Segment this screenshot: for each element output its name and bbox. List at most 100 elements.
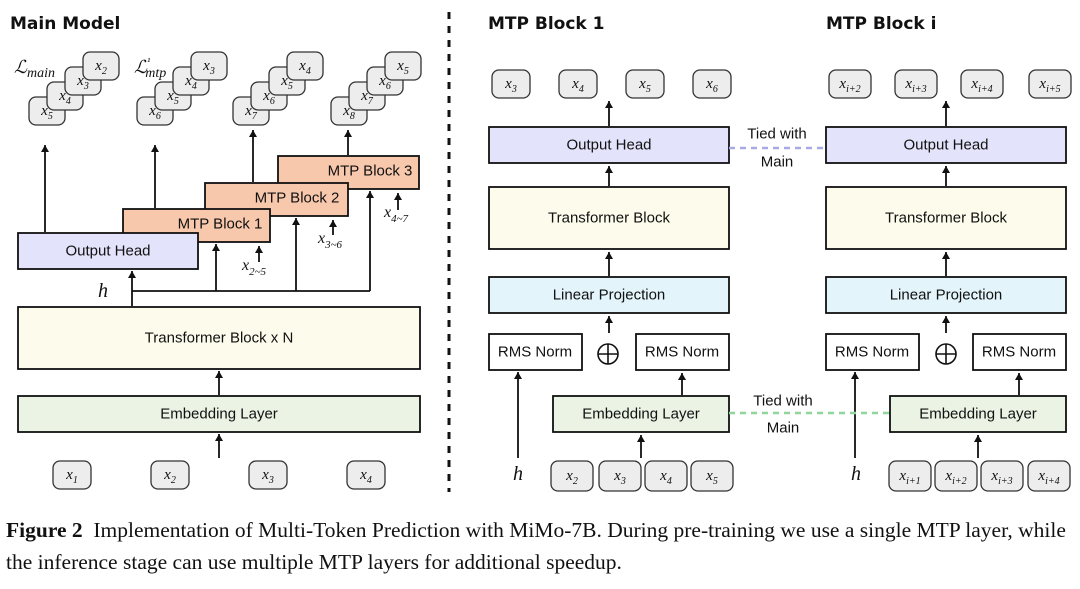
token-1: x2 <box>150 460 190 490</box>
caption-label: Figure 2 <box>6 518 83 542</box>
flow-arrow-24 <box>942 316 950 333</box>
svg-text:x6: x6 <box>262 88 275 107</box>
flow-arrow-17 <box>605 316 613 333</box>
mtp1-rms-left-label: RMS Norm <box>498 344 572 361</box>
token-3: x4 <box>346 460 386 490</box>
mtp1-embedding-label: Embedding Layer <box>582 406 700 423</box>
mtpi-rms-left-label: RMS Norm <box>835 344 909 361</box>
mtpi-embedding-label: Embedding Layer <box>919 406 1037 423</box>
main-model-title: Main Model <box>10 14 120 34</box>
svg-text:x7: x7 <box>244 103 258 122</box>
token-33: xi+2 <box>934 460 978 492</box>
flow-arrow-1 <box>215 371 223 395</box>
flow-arrow-18 <box>678 373 686 395</box>
main-transformer-label: Transformer Block x N <box>145 330 294 347</box>
flow-arrow-6 <box>366 191 374 291</box>
svg-text:x2: x2 <box>565 468 578 487</box>
svg-text:x3: x3 <box>76 73 89 92</box>
svg-text:x4: x4 <box>659 468 672 487</box>
svg-text:x3: x3 <box>504 76 517 95</box>
flow-arrow-26 <box>974 435 982 458</box>
flow-arrow-22 <box>942 166 950 186</box>
flow-arrows <box>41 101 1023 458</box>
tied-head-line1: Tied with <box>747 126 806 143</box>
token-34: xi+3 <box>980 460 1024 492</box>
mtpi-rms-norm-left <box>825 333 920 371</box>
mtpi-oplus-icon <box>935 343 957 365</box>
mtp1-embedding-layer <box>552 395 730 433</box>
tied-head-line2: Main <box>761 154 794 171</box>
mtpi-embedding-layer <box>889 395 1067 433</box>
flow-arrow-8 <box>151 145 159 208</box>
svg-text:x6: x6 <box>148 103 161 122</box>
mtpi-transformer-block <box>825 186 1067 250</box>
svg-text:x2: x2 <box>94 58 107 77</box>
token-29: xi+3 <box>894 69 938 99</box>
flow-arrow-13 <box>394 193 402 210</box>
mtp1-rms-norm-right <box>635 333 730 371</box>
svg-text:x4: x4 <box>58 88 71 107</box>
svg-text:x2: x2 <box>163 467 176 486</box>
mtp1-rms-right-label: RMS Norm <box>645 344 719 361</box>
svg-text:x3: x3 <box>613 468 626 487</box>
svg-text:x5: x5 <box>166 88 179 107</box>
mtp1-hidden-h: h <box>513 463 523 485</box>
svg-text:x5: x5 <box>638 76 651 95</box>
mtpi-rms-right-label: RMS Norm <box>982 344 1056 361</box>
mtp-block-1-title: MTP Block 1 <box>488 14 605 34</box>
flow-arrow-20 <box>514 372 522 458</box>
svg-text:x4: x4 <box>571 76 584 95</box>
mtpi-transformer-label: Transformer Block <box>885 210 1007 227</box>
mtp1-oplus-icon <box>597 343 619 365</box>
mtpi-linear-projection <box>825 276 1067 314</box>
svg-text:x4: x4 <box>298 58 311 77</box>
svg-text:x4: x4 <box>359 467 372 486</box>
token-32: xi+1 <box>888 460 932 492</box>
svg-text:xi+4: xi+4 <box>970 76 992 95</box>
svg-text:xi+3: xi+3 <box>990 468 1012 487</box>
main-transformer-block <box>17 306 421 370</box>
svg-text:xi+1: xi+1 <box>898 468 920 487</box>
flow-arrow-14 <box>605 101 613 126</box>
svg-text:x3: x3 <box>202 58 215 77</box>
svg-text:x5: x5 <box>396 58 409 77</box>
mtp1-transformer-block <box>488 186 730 250</box>
token-19: x5 <box>384 51 422 81</box>
range-label-2: x4~7 <box>383 204 409 225</box>
flow-arrow-5 <box>292 218 300 291</box>
range-label-1: x3~6 <box>317 230 343 251</box>
svg-text:x8: x8 <box>342 103 355 122</box>
range-label-0: x2~5 <box>241 257 267 278</box>
flow-arrow-4 <box>212 244 220 291</box>
main-mtp-block-3-label: MTP Block 3 <box>328 163 413 180</box>
mtp-architecture-diagram: Main Model MTP Block 1 MTP Block i MTP B… <box>10 12 1072 492</box>
caption-text: Implementation of Multi-Token Prediction… <box>6 518 1066 574</box>
flow-arrow-9 <box>249 130 257 182</box>
svg-text:xi+2: xi+2 <box>838 76 860 95</box>
mtpi-linear-label: Linear Projection <box>890 287 1003 304</box>
main-embedding-layer <box>17 395 421 433</box>
svg-text:x6: x6 <box>705 76 718 95</box>
token-23: x6 <box>692 69 732 99</box>
svg-text:x5: x5 <box>40 103 53 122</box>
svg-text:xi+4: xi+4 <box>1037 468 1059 487</box>
mtpi-hidden-h: h <box>851 463 861 485</box>
mtpi-rms-norm-right <box>972 333 1067 371</box>
token-11: x3 <box>190 51 228 81</box>
token-27: x5 <box>690 460 734 492</box>
main-output-head-label: Output Head <box>65 243 150 260</box>
main-output-head <box>17 232 199 270</box>
token-31: xi+5 <box>1028 69 1072 99</box>
token-15: x4 <box>286 51 324 81</box>
flow-arrow-27 <box>851 372 859 458</box>
flow-arrow-10 <box>344 130 352 155</box>
token-2: x3 <box>248 460 288 490</box>
main-mtp-block-1-label: MTP Block 1 <box>178 216 263 233</box>
flow-arrow-21 <box>942 101 950 126</box>
flow-arrow-16 <box>605 252 613 276</box>
main-embedding-label: Embedding Layer <box>160 406 278 423</box>
mtp1-output-head-label: Output Head <box>566 137 651 154</box>
flow-arrow-19 <box>637 435 645 458</box>
